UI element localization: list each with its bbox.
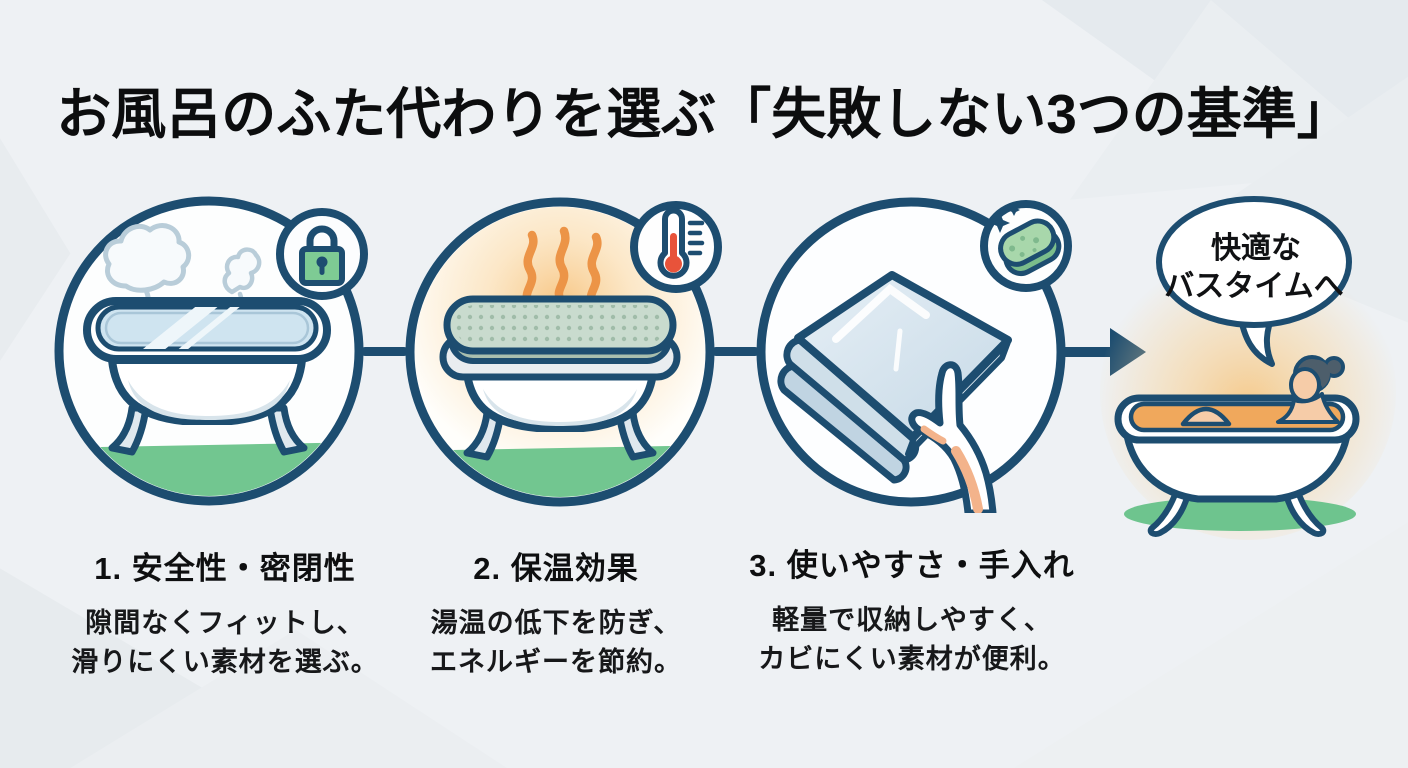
step-1-description-line1: 隙間なくフィットし、 [85, 608, 365, 638]
connector-line [361, 347, 408, 356]
lock-icon [276, 208, 368, 300]
step-3-text: 3. 使いやすさ・手入れ 軽量で収納しやすく、 カビにくい素材が便利。 [726, 540, 1098, 679]
bathtub [83, 297, 331, 456]
hand [908, 361, 997, 513]
glass-lid-sheen [131, 307, 249, 349]
sparkle-icon [990, 204, 1020, 233]
step-2-text: 2. 保温効果 湯温の低下を防ぎ、 エネルギーを節約。 [370, 543, 742, 682]
step-2-description-line2: エネルギーを節約。 [430, 647, 682, 677]
step-2-description-line1: 湯温の低下を防ぎ、 [430, 608, 682, 638]
step-1-text: 1. 安全性・密閉性 隙間なくフィットし、 滑りにくい素材を選ぶ。 [39, 543, 411, 682]
speech-bubble-text-line2: バスタイムへ [1164, 270, 1343, 303]
connector-line [712, 347, 759, 356]
step-3-heading: 3. 使いやすさ・手入れ [749, 548, 1075, 583]
sheet-highlight [832, 283, 930, 372]
step-3-description-line1: 軽量で収納しやすく、 [772, 605, 1052, 635]
comfortable-bath-scene: 快適な バスタイムへ [1100, 196, 1396, 540]
bathing-woman [1276, 355, 1345, 424]
step-3-description-line2: カビにくい素材が便利。 [758, 644, 1066, 674]
step-2-heading: 2. 保温効果 [473, 551, 639, 586]
sponge-icon [980, 200, 1072, 292]
speech-bubble: 快適な バスタイムへ [1156, 196, 1352, 367]
page-title: お風呂のふた代わりを選ぶ「失敗しない3つの基準」 [56, 82, 1352, 145]
step-1-heading: 1. 安全性・密閉性 [94, 551, 356, 586]
folded-mat-illustration [756, 197, 1066, 513]
speech-bubble-text-line1: 快適な [1211, 231, 1301, 265]
bathtub-with-cover [439, 295, 681, 461]
knee [1180, 406, 1232, 427]
step-1-description-line2: 滑りにくい素材を選ぶ。 [71, 647, 379, 677]
thermometer-icon [630, 201, 722, 293]
folded-bath-sheet [777, 271, 1012, 484]
